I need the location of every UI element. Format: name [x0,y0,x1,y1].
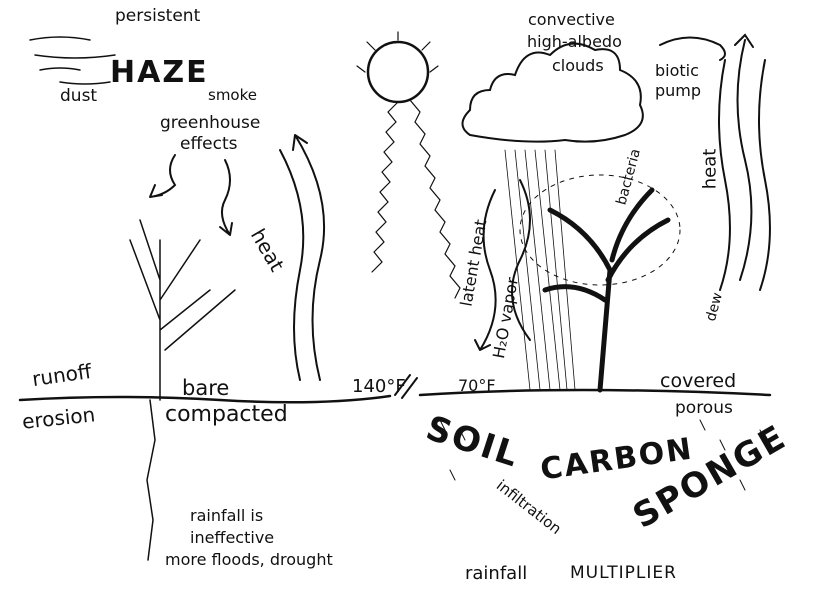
label-rainfall: rainfall [465,563,528,584]
vapor-arrow [511,179,531,341]
sun [366,40,430,104]
left-heat-arrow [279,134,326,381]
label-compacted: compacted [165,402,288,427]
label-rainfall-3: more floods, drought [165,550,333,569]
soil-texture [439,419,766,491]
crack [146,399,156,561]
divider [394,374,418,399]
label-high-albedo: high-albedo [527,32,622,51]
label-convective: convective [528,10,615,29]
label-rainfall-2: ineffective [190,528,275,547]
greenhouse-arrow-left [149,154,177,198]
rain-lines [504,149,576,391]
haze-lines [29,36,116,85]
ground-line-left [18,394,392,404]
biotic-pump-swirl [659,36,726,61]
label-smoke: smoke [208,86,257,104]
label-rainfall-1: rainfall is [190,506,264,525]
cloud [461,42,644,143]
ground-line-right [418,388,772,397]
label-dust: dust [60,86,98,106]
label-clouds: clouds [552,56,604,75]
label-heat-right: heat [699,148,721,190]
label-effects: effects [180,134,238,154]
sun-rays [356,31,461,299]
right-heat-arrow [718,33,771,291]
tree-canopy [519,174,681,286]
label-persistent: persistent [115,6,201,26]
label-140f: 140°F [352,376,406,397]
label-haze: HAZE [110,55,209,90]
label-pump: pump [655,81,702,100]
latent-heat-arrow [474,189,497,351]
tree [542,187,671,393]
label-bare: bare [182,376,230,400]
label-biotic: biotic [655,61,699,80]
bare-plant [129,219,236,401]
label-porous: porous [675,398,733,418]
label-70f: 70°F [458,376,496,395]
label-covered: covered [660,370,737,392]
label-greenhouse: greenhouse [160,113,261,133]
greenhouse-arrow-right [219,159,233,236]
label-multiplier: MULTIPLIER [570,563,677,583]
